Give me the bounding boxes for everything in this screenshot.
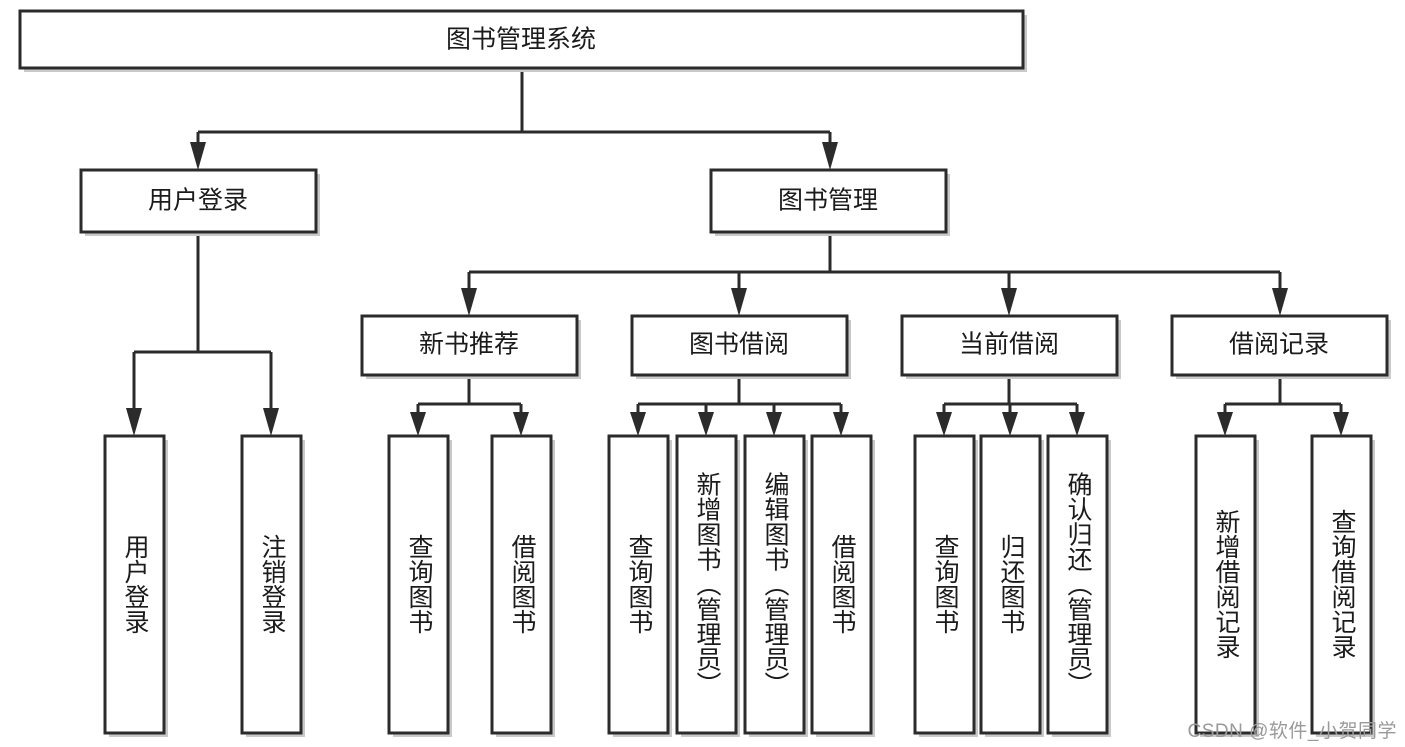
arrow-head-borrow-record [1272,288,1288,316]
node-leaf-query-book-2-label: 查询图书 [625,534,654,634]
node-leaf-query-record[interactable]: 查询借阅记录 [1310,434,1375,737]
node-leaf-user-logout-rect [240,434,303,735]
node-leaf-edit-book-label: 编辑图书（管理员） [761,472,790,697]
node-leaf-add-record-label: 新增借阅记录 [1212,509,1241,659]
node-new-book-recommend-rect [360,314,579,377]
node-leaf-user-logout-label: 注销登录 [258,534,287,634]
node-root-label: 图书管理系统 [446,26,596,54]
node-leaf-query-book-2[interactable]: 查询图书 [607,434,672,737]
node-leaf-borrow-book-1-label: 借阅图书 [508,534,537,634]
arrow-head-book-management [822,142,838,170]
node-leaf-query-book-1-rect [387,434,450,735]
arrow-head-leaf-borrow-book-2 [833,412,849,436]
node-book-management-label: 图书管理 [778,187,878,215]
node-leaf-user-logout[interactable]: 注销登录 [240,434,305,737]
node-current-borrow-label: 当前借阅 [959,331,1059,359]
node-current-borrow-rect [900,314,1119,377]
node-borrow-record-rect [1170,314,1389,377]
node-leaf-borrow-book-2-rect [810,434,873,735]
node-book-management-rect [709,168,948,234]
arrow-head-leaf-query-record [1333,412,1349,436]
node-leaf-query-book-3[interactable]: 查询图书 [913,434,978,737]
node-leaf-borrow-book-2[interactable]: 借阅图书 [810,434,875,737]
node-root-rect [18,9,1025,70]
node-leaf-add-book-label: 新增图书（管理员） [693,472,722,697]
node-leaf-query-book-2-rect [607,434,670,735]
node-leaf-add-record-rect [1194,434,1257,735]
arrow-head-new-book-recommend [461,288,477,316]
arrow-head-book-borrow [731,288,747,316]
node-leaf-return-book-label: 归还图书 [997,534,1026,634]
node-leaf-edit-book-rect [743,434,806,735]
node-new-book-recommend[interactable]: 新书推荐 [360,314,581,379]
node-borrow-record[interactable]: 借阅记录 [1170,314,1391,379]
arrow-head-user-login [190,142,206,170]
node-book-borrow[interactable]: 图书借阅 [630,314,851,379]
arrow-head-leaf-return-book [1002,412,1018,436]
node-root[interactable]: 图书管理系统 [18,9,1027,72]
node-leaf-query-record-rect [1310,434,1373,735]
node-new-book-recommend-label: 新书推荐 [419,331,519,359]
node-leaf-confirm-return-label: 确认归还（管理员） [1064,472,1093,697]
arrow-head-leaf-user-login [126,408,142,436]
node-leaf-borrow-book-2-label: 借阅图书 [828,534,857,634]
arrow-head-leaf-confirm-return [1069,412,1085,436]
node-leaf-borrow-book-1-rect [490,434,553,735]
nodes-layer: 图书管理系统 用户登录 图书管理 新书推荐 图书借阅 当前借阅 [18,9,1391,737]
arrow-head-leaf-add-book [698,412,714,436]
node-current-borrow[interactable]: 当前借阅 [900,314,1121,379]
node-leaf-add-book[interactable]: 新增图书（管理员） [675,434,740,737]
node-leaf-user-login-label: 用户登录 [121,534,150,634]
arrow-head-leaf-add-record [1217,412,1233,436]
node-leaf-user-login-rect [103,434,166,735]
arrow-head-current-borrow [1001,288,1017,316]
arrow-head-leaf-edit-book [766,412,782,436]
node-leaf-edit-book[interactable]: 编辑图书（管理员） [743,434,808,737]
node-leaf-query-book-1-label: 查询图书 [405,534,434,634]
arrow-head-leaf-borrow-book-1 [513,412,529,436]
node-book-borrow-rect [630,314,849,377]
node-leaf-add-record[interactable]: 新增借阅记录 [1194,434,1259,737]
node-leaf-query-book-1[interactable]: 查询图书 [387,434,452,737]
node-leaf-confirm-return[interactable]: 确认归还（管理员） [1046,434,1111,737]
node-leaf-confirm-return-rect [1046,434,1109,735]
node-leaf-add-book-rect [675,434,738,735]
node-user-login-label: 用户登录 [148,187,248,215]
node-leaf-return-book-rect [979,434,1042,735]
node-leaf-query-record-label: 查询借阅记录 [1328,509,1357,659]
node-leaf-query-book-3-rect [913,434,976,735]
node-leaf-user-login[interactable]: 用户登录 [103,434,168,737]
arrow-head-leaf-query-book-1 [410,412,426,436]
edges-layer [126,68,1349,436]
node-leaf-return-book[interactable]: 归还图书 [979,434,1044,737]
node-user-login-rect [79,168,318,234]
arrow-head-leaf-query-book-3 [936,412,952,436]
arrow-head-leaf-user-logout [263,408,279,436]
node-book-borrow-label: 图书借阅 [689,331,789,359]
node-leaf-query-book-3-label: 查询图书 [931,534,960,634]
node-borrow-record-label: 借阅记录 [1229,331,1329,359]
arrow-head-leaf-query-book-2 [630,412,646,436]
node-user-login[interactable]: 用户登录 [79,168,320,236]
node-book-management[interactable]: 图书管理 [709,168,950,236]
node-leaf-borrow-book-1[interactable]: 借阅图书 [490,434,555,737]
